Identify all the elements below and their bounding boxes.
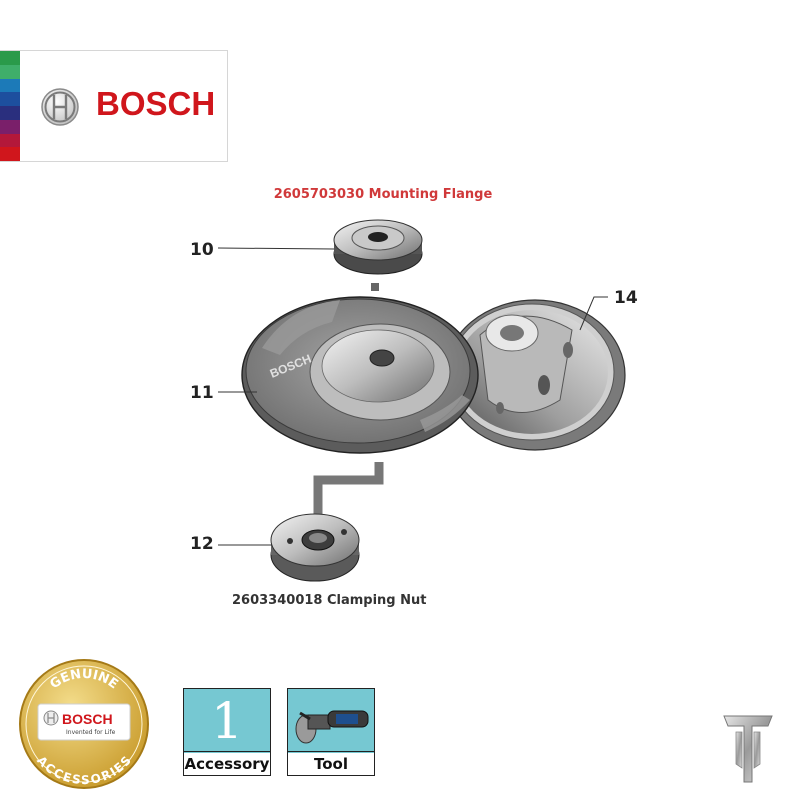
assembly-path-line [313, 462, 384, 516]
disc-guard [444, 299, 626, 451]
mounting-flange [333, 219, 423, 275]
logo-color-stripe [0, 51, 20, 161]
seal-tagline: Invented for Life [66, 729, 116, 736]
leader-line-14 [579, 296, 608, 331]
part-number-12: 12 [190, 534, 214, 554]
seller-logo-mark [723, 715, 773, 783]
brand-logo-box: BOSCH [0, 50, 228, 162]
leader-line-10 [217, 247, 335, 250]
mounting-flange-caption: 2605703030 Mounting Flange [273, 187, 493, 202]
accessory-count-label: Accessory [184, 751, 270, 775]
seal-label-plate [37, 703, 131, 741]
part-number-10: 10 [190, 240, 214, 260]
grinding-disc: BOSCH [241, 296, 479, 454]
tool-label: Tool [288, 751, 374, 775]
bosch-armature-icon [41, 88, 79, 126]
clamping-nut [270, 513, 360, 582]
genuine-accessories-seal: GENUINE ACCESSORIES BOSCH Invented for L… [19, 659, 149, 789]
angle-grinder-icon [295, 710, 369, 744]
accessory-count: 1 [211, 692, 243, 750]
seal-brand: BOSCH [62, 711, 113, 727]
part-number-14: 14 [614, 288, 638, 308]
accessory-count-box: 1 Accessory [183, 688, 271, 776]
clamping-nut-caption: 2603340018 Clamping Nut [232, 593, 427, 608]
tool-box: Tool [287, 688, 375, 776]
flange-spacer [371, 283, 379, 291]
brand-logo-text: BOSCH [96, 85, 216, 122]
part-number-11: 11 [190, 383, 214, 403]
